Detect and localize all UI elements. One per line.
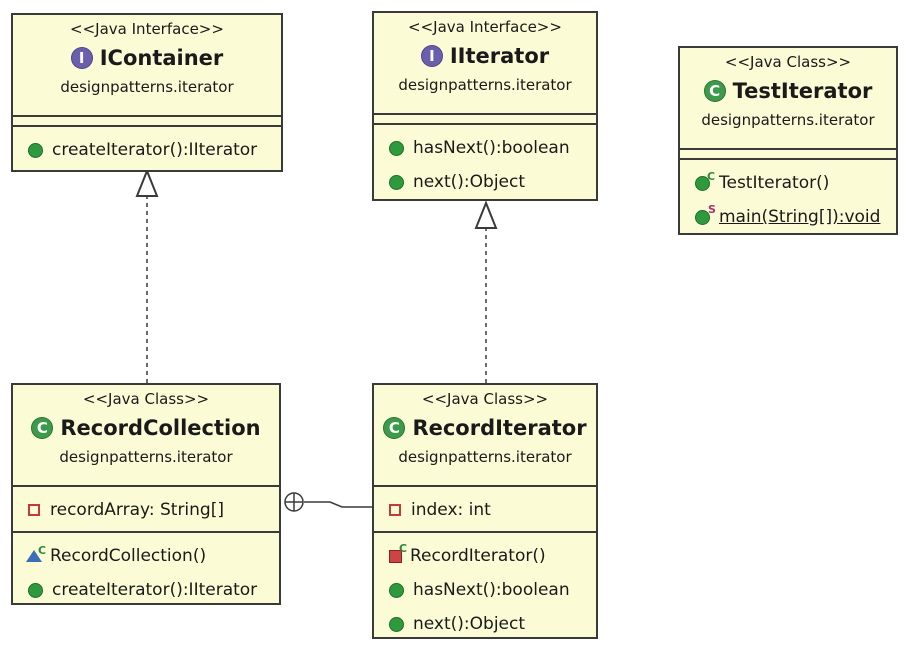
class-name: RecordCollection [60, 416, 261, 440]
method-signature: next():Object [413, 172, 526, 192]
method-row[interactable]: S main(String[]):void [680, 200, 896, 234]
method-signature: createIterator():IIterator [52, 580, 258, 600]
method-row[interactable]: C RecordIterator() [374, 539, 596, 573]
stereotype-label: <<Java Interface>> [70, 20, 224, 38]
methods-section: C RecordIterator() hasNext():boolean nex… [374, 531, 596, 645]
class-header: <<Java Class>> C TestIterator designpatt… [680, 48, 896, 148]
class-icon: C [703, 80, 726, 102]
package-label: designpatterns.iterator [59, 448, 233, 466]
method-row[interactable]: hasNext():boolean [374, 131, 596, 165]
class-box-recordcollection[interactable]: <<Java Class>> C RecordCollection design… [11, 383, 281, 605]
constructor-modifier: C [399, 541, 408, 555]
public-method-icon [389, 174, 404, 190]
class-header: <<Java Class>> C RecordIterator designpa… [374, 385, 596, 485]
class-header: <<Java Interface>> I IIterator designpat… [374, 13, 596, 113]
package-label: designpatterns.iterator [701, 111, 875, 129]
public-constructor-icon: C [695, 170, 715, 191]
method-signature: RecordCollection() [50, 546, 207, 566]
package-label: designpatterns.iterator [398, 448, 572, 466]
method-row[interactable]: C RecordCollection() [13, 539, 279, 573]
realization-arrowhead-iiterator [474, 200, 498, 229]
attributes-section: index: int [374, 485, 596, 531]
attributes-section [680, 148, 896, 158]
static-modifier: S [708, 202, 716, 216]
public-method-icon [389, 582, 404, 598]
class-box-iiterator[interactable]: <<Java Interface>> I IIterator designpat… [372, 11, 598, 201]
class-icon: C [31, 417, 54, 439]
method-row[interactable]: C TestIterator() [680, 166, 896, 200]
class-header: <<Java Class>> C RecordCollection design… [13, 385, 279, 485]
class-name: TestIterator [732, 79, 873, 103]
public-method-icon [28, 582, 43, 598]
method-signature: hasNext():boolean [413, 580, 570, 600]
method-signature: RecordIterator() [410, 546, 546, 566]
attributes-section: recordArray: String[] [13, 485, 279, 531]
methods-section: C RecordCollection() createIterator():II… [13, 531, 279, 611]
package-label: designpatterns.iterator [398, 76, 572, 94]
class-box-recorditerator[interactable]: <<Java Class>> C RecordIterator designpa… [372, 383, 598, 639]
methods-section: C TestIterator() S main(String[]):void [680, 158, 896, 238]
nesting-connector [304, 501, 374, 508]
method-row[interactable]: createIterator():IIterator [13, 133, 281, 167]
method-row[interactable]: createIterator():IIterator [13, 573, 279, 607]
stereotype-label: <<Java Class>> [421, 390, 549, 408]
method-signature: createIterator():IIterator [52, 140, 258, 160]
stereotype-label: <<Java Class>> [82, 390, 210, 408]
attribute-signature: recordArray: String[] [50, 500, 224, 520]
attribute-signature: index: int [411, 500, 491, 520]
method-signature: TestIterator() [719, 173, 830, 193]
private-constructor-icon: C [389, 542, 407, 563]
method-row[interactable]: next():Object [374, 165, 596, 199]
constructor-modifier: C [707, 169, 716, 183]
interface-icon: I [70, 47, 93, 69]
methods-section: createIterator():IIterator [13, 125, 281, 171]
attribute-row[interactable]: recordArray: String[] [13, 493, 279, 527]
method-row[interactable]: next():Object [374, 607, 596, 641]
private-field-icon [389, 504, 401, 516]
public-static-method-icon: S [695, 203, 716, 225]
package-label: designpatterns.iterator [60, 78, 234, 96]
stereotype-label: <<Java Interface>> [408, 18, 562, 36]
package-constructor-icon: C [26, 544, 46, 562]
class-name: IIterator [449, 44, 550, 68]
realization-arrowhead-icontainer [135, 168, 159, 197]
class-icon: C [383, 417, 406, 439]
public-method-icon [389, 616, 404, 632]
class-name: RecordIterator [412, 416, 587, 440]
class-box-icontainer[interactable]: <<Java Interface>> I IContainer designpa… [11, 13, 283, 172]
method-signature: main(String[]):void [719, 207, 881, 227]
nesting-circle-plus-icon [284, 492, 304, 512]
interface-icon: I [420, 45, 443, 67]
methods-section: hasNext():boolean next():Object [374, 123, 596, 203]
attributes-section [374, 113, 596, 123]
constructor-modifier: C [38, 544, 47, 557]
method-row[interactable]: hasNext():boolean [374, 573, 596, 607]
public-method-icon [389, 140, 404, 156]
class-box-testiterator[interactable]: <<Java Class>> C TestIterator designpatt… [678, 46, 898, 235]
method-signature: hasNext():boolean [413, 138, 570, 158]
attribute-row[interactable]: index: int [374, 493, 596, 527]
method-signature: next():Object [413, 614, 526, 634]
stereotype-label: <<Java Class>> [724, 53, 852, 71]
attributes-section [13, 115, 281, 125]
private-field-icon [28, 504, 40, 516]
class-name: IContainer [99, 46, 224, 70]
public-method-icon [28, 142, 43, 158]
class-header: <<Java Interface>> I IContainer designpa… [13, 15, 281, 115]
